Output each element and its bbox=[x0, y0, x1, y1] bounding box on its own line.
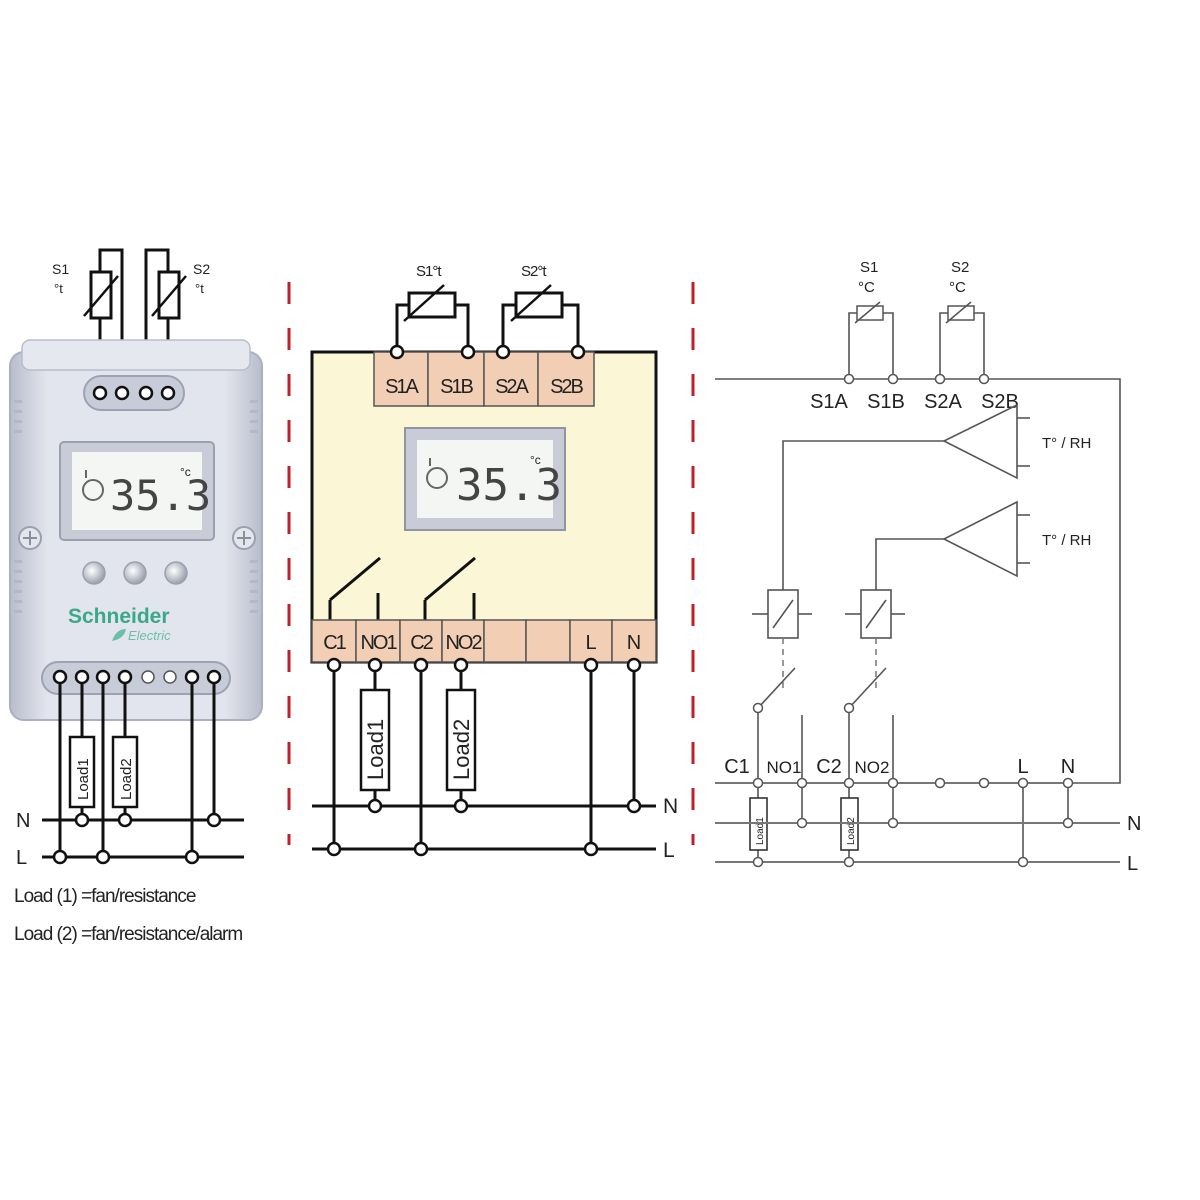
middle-terminal-c2: C2 bbox=[410, 632, 433, 654]
device-top-terminal-strip bbox=[83, 375, 185, 411]
left-load2-label: Load2 bbox=[118, 758, 135, 800]
middle-load2: Load2 bbox=[445, 688, 477, 792]
relay2-contact bbox=[423, 556, 476, 620]
middle-terminal-no2: NO2 bbox=[445, 632, 482, 654]
right-terminal-c2: C2 bbox=[816, 756, 842, 778]
right-sensor2-unit: °C bbox=[949, 279, 966, 296]
middle-sensor1 bbox=[395, 284, 470, 352]
brand-leaf-icon bbox=[112, 629, 126, 641]
middle-terminal-s1a: S1A bbox=[385, 376, 419, 398]
right-amp2-label: T° / RH bbox=[1042, 532, 1091, 549]
relay1-contact bbox=[328, 556, 381, 620]
left-sensor1 bbox=[83, 248, 124, 393]
device-bottom-terminal-strip bbox=[41, 661, 231, 695]
status-led bbox=[82, 561, 106, 585]
left-bus-n-label: N bbox=[16, 810, 30, 832]
right-amplifier1 bbox=[782, 403, 1030, 590]
middle-display-screen bbox=[417, 440, 553, 518]
right-terminal-l: L bbox=[1017, 756, 1028, 778]
middle-top-terminal-block: S1A S1B S2A S2B bbox=[373, 351, 595, 407]
fan-icon bbox=[82, 470, 104, 501]
middle-terminal-l: L bbox=[585, 632, 596, 654]
right-terminal-no2: NO2 bbox=[855, 758, 890, 777]
middle-bottom-terminal-block: C1 NO1 C2 NO2 L N bbox=[311, 619, 657, 663]
middle-terminal-no1: NO1 bbox=[360, 632, 397, 654]
right-terminal-no1: NO1 bbox=[767, 758, 802, 777]
relay1-switch bbox=[752, 667, 803, 783]
right-terminal-s2a: S2A bbox=[924, 391, 962, 413]
middle-sensor2 bbox=[501, 284, 580, 352]
left-sensor2-unit: °t bbox=[195, 281, 204, 296]
left-load2: Load2 bbox=[111, 735, 139, 809]
status-led bbox=[164, 561, 188, 585]
left-device-panel: S1 °t S2 °t bbox=[9, 248, 263, 945]
right-terminal-c1: C1 bbox=[724, 756, 750, 778]
right-bus-n-label: N bbox=[1127, 813, 1141, 835]
right-terminal-s1b: S1B bbox=[867, 391, 905, 413]
right-terminal-s2b: S2B bbox=[981, 391, 1019, 413]
left-sensor2-label: S2 bbox=[193, 261, 210, 277]
status-led bbox=[123, 561, 147, 585]
middle-display-unit: °c bbox=[530, 453, 541, 467]
middle-terminal-c1: C1 bbox=[323, 632, 346, 654]
left-display-screen bbox=[72, 452, 202, 530]
brand-name: Schneider bbox=[68, 605, 170, 628]
left-load1-label: Load1 bbox=[75, 758, 92, 800]
right-sensor2 bbox=[939, 301, 985, 379]
middle-terminal-s2b: S2B bbox=[550, 376, 583, 398]
middle-load2-label: Load2 bbox=[449, 719, 474, 780]
left-sensor1-label: S1 bbox=[52, 261, 69, 277]
right-sensor1 bbox=[848, 301, 894, 379]
right-terminal-s1a: S1A bbox=[810, 391, 848, 413]
right-enclosure bbox=[715, 378, 1121, 784]
relay1-coil bbox=[752, 589, 812, 688]
relay2-coil bbox=[845, 589, 905, 688]
middle-sensor2-label: S2°t bbox=[521, 263, 547, 280]
left-sensor2 bbox=[144, 248, 187, 393]
middle-terminal-n: N bbox=[627, 632, 641, 654]
right-amplifier2 bbox=[875, 500, 1030, 590]
right-schematic-panel: S1 °C S2 °C S1A S1B S2A S2B T° bbox=[715, 259, 1141, 875]
right-sensor1-unit: °C bbox=[858, 279, 875, 296]
middle-display-value: 35.3 bbox=[456, 460, 562, 511]
screw-icon bbox=[18, 526, 42, 550]
left-legend-load1: Load (1) =fan/resistance bbox=[14, 886, 196, 907]
left-sensor1-unit: °t bbox=[54, 281, 63, 296]
middle-sensor1-label: S1°t bbox=[416, 263, 442, 280]
right-load1-label: Load1 bbox=[755, 817, 766, 845]
brand-sub: Electric bbox=[128, 628, 171, 643]
middle-schematic-panel: S1°t S2°t S1A S1B S2A S2B 35.3 °c bbox=[310, 263, 678, 862]
middle-terminal-s1b: S1B bbox=[440, 376, 473, 398]
right-sensor2-label: S2 bbox=[951, 259, 969, 276]
right-bus-l-label: L bbox=[1127, 853, 1138, 875]
fan-icon bbox=[426, 458, 448, 489]
left-legend-load2: Load (2) =fan/resistance/alarm bbox=[14, 924, 242, 945]
left-bus-l-label: L bbox=[16, 847, 27, 869]
relay2-switch bbox=[843, 667, 894, 783]
screw-icon bbox=[232, 526, 256, 550]
middle-bus-n-label: N bbox=[663, 795, 678, 818]
middle-load1-label: Load1 bbox=[363, 719, 388, 780]
middle-terminal-s2a: S2A bbox=[495, 376, 529, 398]
middle-load1: Load1 bbox=[359, 688, 391, 792]
left-load1: Load1 bbox=[68, 735, 96, 809]
left-display-value: 35.3 bbox=[110, 471, 211, 520]
right-sensor1-label: S1 bbox=[860, 259, 878, 276]
right-load2-label: Load2 bbox=[846, 817, 857, 845]
left-display-unit: °c bbox=[180, 465, 191, 479]
right-amp1-label: T° / RH bbox=[1042, 435, 1091, 452]
middle-bus-l-label: L bbox=[663, 839, 675, 862]
right-terminal-n: N bbox=[1061, 756, 1075, 778]
